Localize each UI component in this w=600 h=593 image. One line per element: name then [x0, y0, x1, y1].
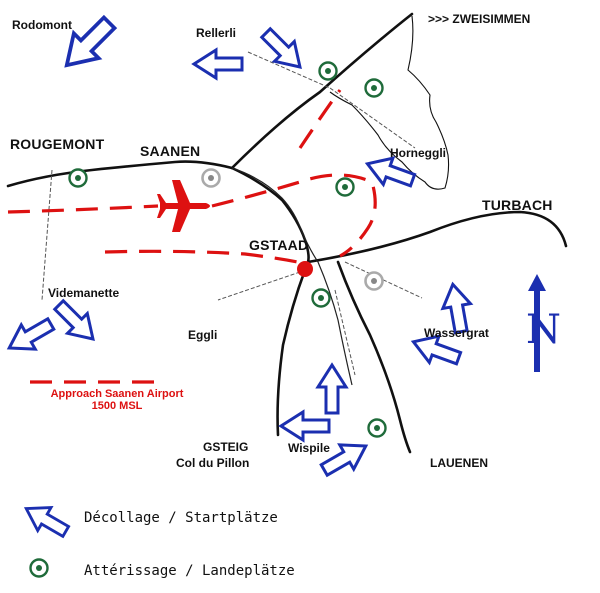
- river-line: [231, 167, 353, 386]
- cable-videmanette: [41, 169, 53, 301]
- place-rodomont: Rodomont: [12, 18, 72, 32]
- roads: [6, 12, 568, 454]
- place-lauenen: LAUENEN: [430, 456, 489, 470]
- arrow-icon: [254, 21, 312, 79]
- approach-east: [211, 173, 377, 258]
- arrow-icon: [0, 310, 60, 362]
- place-wispile: Wispile: [288, 441, 330, 455]
- place-wasserngrat: Wassergrat: [424, 326, 489, 340]
- road-rougemont-saanen: [6, 160, 234, 188]
- north-letter: N: [526, 307, 561, 353]
- place-horneggli: Horneggli: [390, 146, 446, 160]
- place-zweisimmen: >>> ZWEISIMMEN: [428, 12, 531, 26]
- approach-path: [7, 89, 377, 384]
- place-gstaad: GSTAAD: [249, 237, 309, 253]
- legend-arrow-icon: [18, 495, 74, 545]
- cable-horneggli: [329, 87, 416, 149]
- legend-target-icon: [29, 558, 49, 578]
- canton-border: [329, 15, 450, 190]
- place-videmanette: Videmanette: [48, 286, 120, 300]
- target-icon: [364, 78, 384, 98]
- road-saanen-gstaad: [230, 166, 310, 264]
- approach-south: [104, 249, 309, 266]
- target-icon: [318, 61, 338, 81]
- airport-target-icon: [201, 168, 221, 188]
- road-gstaad-gsteig: [276, 268, 307, 437]
- cable-wispile: [334, 289, 356, 376]
- approach-west: [7, 204, 159, 214]
- airport-target-icon: [364, 271, 384, 291]
- approach-label: Approach Saanen Airport 1500 MSL: [22, 388, 212, 412]
- legend-landing: Attérissage / Landeplätze: [84, 563, 295, 579]
- approach-north: [298, 89, 342, 149]
- approach-label-line1: Approach Saanen Airport: [50, 388, 184, 400]
- arrow-icon: [192, 48, 244, 80]
- airport-marker: [297, 261, 313, 277]
- place-col-du-pillon: Col du Pillon: [176, 456, 250, 470]
- road-gstaad-lauenen: [336, 260, 412, 454]
- arrow-icon: [316, 363, 348, 415]
- cable-eggli: [217, 271, 301, 301]
- target-icon: [311, 288, 331, 308]
- road-saanen-zweisimmen: [230, 12, 414, 170]
- north-arrow: [528, 274, 546, 372]
- cable-rellerli: [247, 51, 331, 89]
- place-eggli: Eggli: [188, 328, 218, 342]
- target-icon: [367, 418, 387, 438]
- approach-label-line2: 1500 MSL: [91, 400, 143, 412]
- place-turbach: TURBACH: [482, 197, 553, 213]
- target-icon: [335, 177, 355, 197]
- airplane-icon: [157, 180, 210, 232]
- place-saanen: SAANEN: [140, 143, 201, 159]
- arrow-icon: [47, 293, 105, 351]
- legend-takeoff: Décollage / Startplätze: [84, 510, 278, 526]
- target-icon: [68, 168, 88, 188]
- place-rellerli: Rellerli: [196, 26, 237, 40]
- arrow-icon: [279, 410, 331, 442]
- road-gstaad-turbach: [306, 210, 568, 264]
- place-rougemont: ROUGEMONT: [10, 136, 105, 152]
- place-gsteig: GSTEIG: [203, 440, 249, 454]
